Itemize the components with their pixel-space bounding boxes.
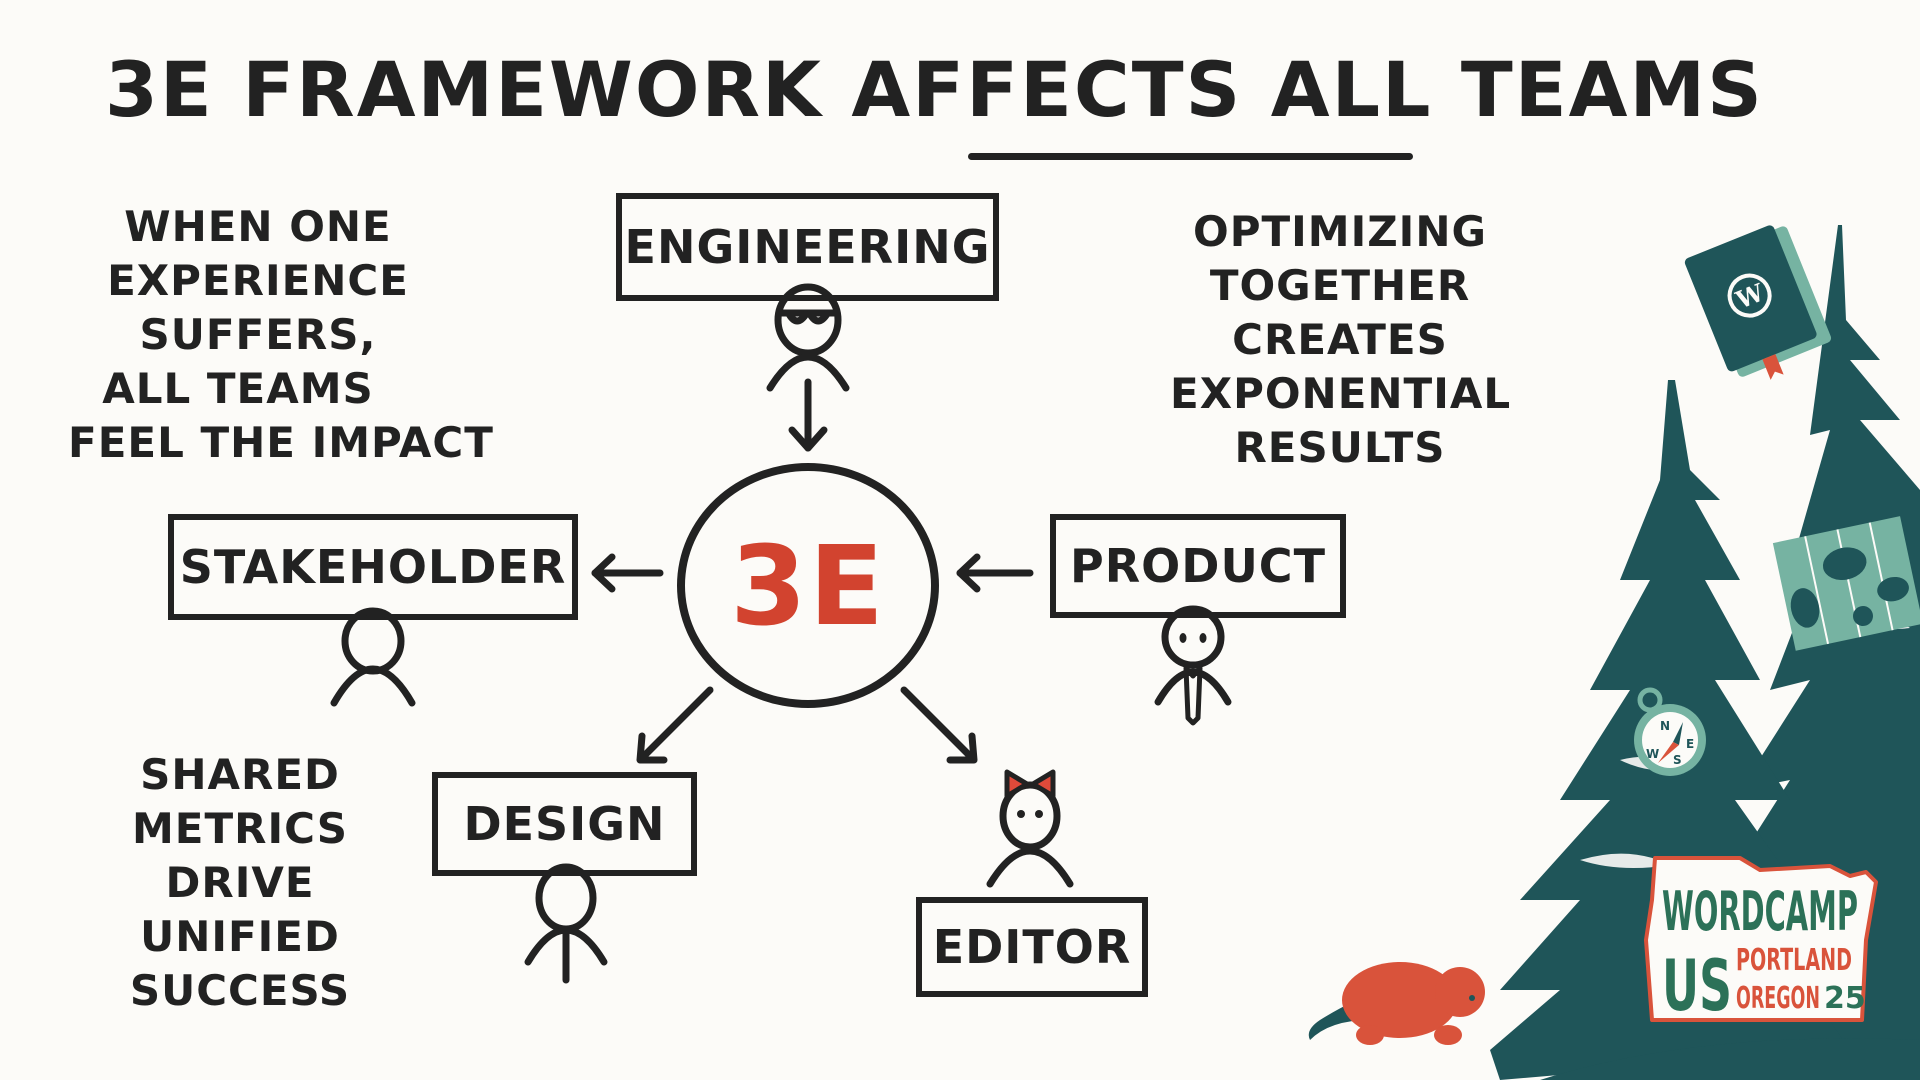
team-label: ENGINEERING bbox=[624, 220, 991, 274]
note-line: SUFFERS, bbox=[139, 310, 377, 359]
note-line: UNIFIED bbox=[140, 912, 340, 961]
note-line: CREATES bbox=[1232, 315, 1448, 364]
note-bottom-left: SHARED METRICS DRIVE UNIFIED SUCCESS bbox=[120, 748, 360, 1018]
note-line: SUCCESS bbox=[129, 966, 351, 1015]
note-top-right: OPTIMIZING TOGETHER CREATES EXPONENTIAL … bbox=[1170, 205, 1510, 475]
arrow-hub-to-design bbox=[636, 686, 714, 764]
svg-text:US: US bbox=[1662, 945, 1732, 1027]
team-label: DESIGN bbox=[463, 797, 666, 851]
person-icon bbox=[330, 607, 416, 707]
arrow-hub-to-stakeholder bbox=[591, 553, 664, 593]
map-icon bbox=[1772, 516, 1920, 651]
svg-text:W: W bbox=[1646, 747, 1659, 761]
note-line: RESULTS bbox=[1234, 423, 1446, 472]
wordpress-book-icon: W bbox=[1684, 225, 1832, 380]
note-line: EXPONENTIAL bbox=[1170, 369, 1512, 418]
note-line: DRIVE bbox=[165, 858, 315, 907]
person-with-tie-icon bbox=[1154, 605, 1232, 726]
svg-text:S: S bbox=[1673, 753, 1682, 767]
team-box-product: PRODUCT bbox=[1050, 514, 1346, 618]
svg-text:PORTLAND: PORTLAND bbox=[1736, 943, 1852, 978]
person-with-sunglasses-icon bbox=[766, 283, 850, 392]
note-line: TOGETHER bbox=[1209, 261, 1471, 310]
svg-text:OREGON: OREGON bbox=[1736, 981, 1820, 1016]
team-box-editor: EDITOR bbox=[916, 897, 1148, 997]
title-underline bbox=[968, 153, 1413, 160]
note-line: SHARED bbox=[140, 750, 340, 799]
team-label: EDITOR bbox=[932, 920, 1132, 974]
compass-icon: N E S W bbox=[1634, 687, 1706, 776]
beaver-icon bbox=[1308, 962, 1486, 1045]
hub-circle: 3E bbox=[677, 463, 939, 708]
note-line: METRICS bbox=[132, 804, 348, 853]
note-top-left: WHEN ONE EXPERIENCE SUFFERS, ALL TEAMS F… bbox=[68, 200, 494, 470]
person-with-bow-icon bbox=[986, 781, 1074, 888]
arrow-engineering-to-hub bbox=[788, 378, 828, 452]
page-title: 3E FRAMEWORK AFFECTS ALL TEAMS bbox=[105, 45, 1764, 134]
svg-text:25: 25 bbox=[1824, 981, 1866, 1016]
note-line: FEEL THE IMPACT bbox=[68, 418, 494, 467]
note-line: ALL TEAMS bbox=[102, 364, 374, 413]
svg-text:N: N bbox=[1660, 719, 1670, 733]
note-line: EXPERIENCE bbox=[107, 256, 409, 305]
person-with-body-line-icon bbox=[524, 863, 608, 984]
team-label: STAKEHOLDER bbox=[179, 540, 567, 594]
arrow-hub-to-editor bbox=[900, 686, 978, 764]
team-box-engineering: ENGINEERING bbox=[616, 193, 999, 301]
svg-text:E: E bbox=[1686, 737, 1694, 751]
team-box-design: DESIGN bbox=[432, 772, 697, 876]
svg-text:WORDCAMP: WORDCAMP bbox=[1662, 880, 1858, 943]
team-box-stakeholder: STAKEHOLDER bbox=[168, 514, 578, 620]
note-line: WHEN ONE bbox=[124, 202, 392, 251]
wordcamp-logo: WORDCAMP US PORTLAND OREGON 25 bbox=[1644, 856, 1878, 1027]
note-line: OPTIMIZING bbox=[1193, 207, 1487, 256]
arrow-product-to-hub bbox=[956, 553, 1034, 593]
team-label: PRODUCT bbox=[1070, 539, 1326, 593]
hub-label: 3E bbox=[730, 521, 886, 650]
bow-icon bbox=[1004, 769, 1056, 799]
